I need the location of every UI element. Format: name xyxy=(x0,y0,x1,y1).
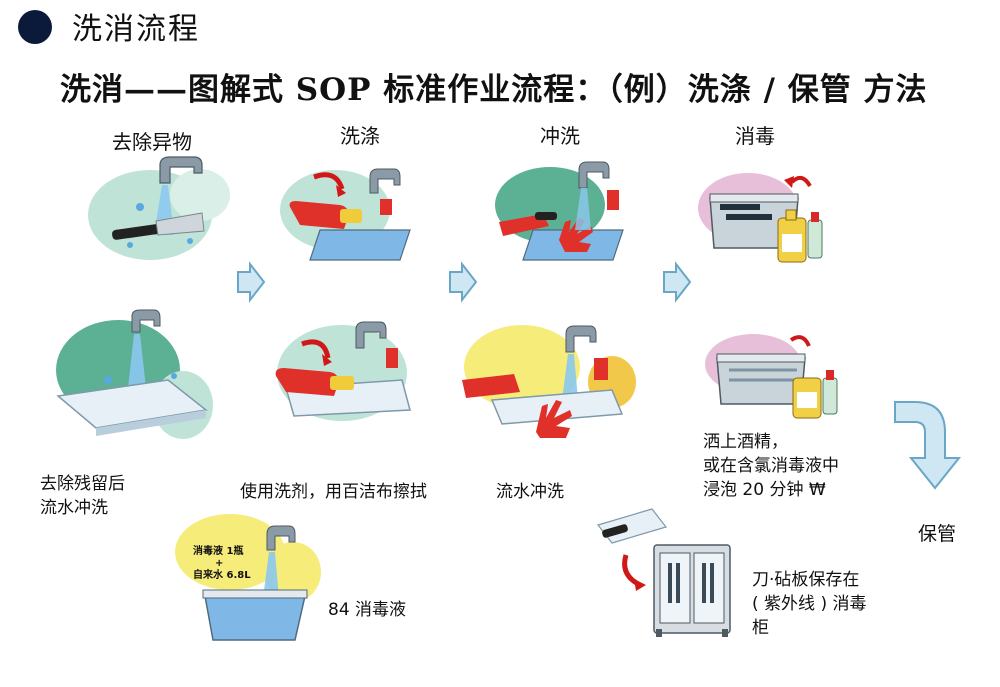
illustration-disinfect-tray xyxy=(705,334,838,419)
illustration-remove-debris xyxy=(88,156,230,260)
solution-label-line1: 消毒液 1瓶 xyxy=(193,544,243,557)
caption-disinfect: 洒上酒精， 或在含氯消毒液中 浸泡 20 分钟 ₩ xyxy=(703,432,839,500)
page-title: 洗消流程 xyxy=(72,12,200,47)
illustration-uv-cabinet xyxy=(596,508,731,637)
caption-running-water: 流水冲洗 xyxy=(496,482,564,502)
flow-arrow-icon xyxy=(894,401,962,490)
cabinet-icon xyxy=(653,544,731,637)
flow-arrow-icon xyxy=(663,261,692,303)
glove-icon xyxy=(559,218,593,252)
caption-84-solution: 84 消毒液 xyxy=(328,600,407,620)
illustration-rinse-board xyxy=(56,309,213,439)
flow-arrow-icon xyxy=(237,261,266,303)
page-subtitle: 洗消——图解式 SOP 标准作业流程：（例）洗涤 / 保管 方法 xyxy=(60,72,928,108)
glove-icon xyxy=(289,201,349,229)
caption-rinse-after-remove: 去除残留后 流水冲洗 xyxy=(40,474,125,518)
sponge-icon xyxy=(340,209,362,223)
solution-label-plus: + xyxy=(215,558,223,569)
cutting-board-icon xyxy=(596,508,668,544)
solution-label-line2: 自来水 6.8L xyxy=(193,568,251,581)
caption-cabinet: 刀·砧板保存在 ( 紫外线 ) 消毒 柜 xyxy=(752,570,867,638)
illustration-running-water xyxy=(462,325,636,438)
illustration-84-solution: 消毒液 1瓶 + 自来水 6.8L xyxy=(175,514,321,641)
bottle-icon xyxy=(777,209,823,263)
caption-use-detergent: 使用洗剂，用百洁布擦拭 xyxy=(240,482,427,502)
step-title-wash: 洗涤 xyxy=(340,124,380,148)
bullet-icon xyxy=(18,10,52,44)
step-title-disinfect: 消毒 xyxy=(735,124,775,148)
illustration-disinfect xyxy=(698,173,823,263)
faucet-icon xyxy=(159,156,203,184)
illustration-rinse xyxy=(495,161,624,261)
sink-icon xyxy=(204,595,306,641)
knife-icon xyxy=(112,212,205,240)
step-title-rinse: 冲洗 xyxy=(540,124,580,148)
sink-icon xyxy=(309,229,411,261)
illustration-scrub-board xyxy=(275,321,411,421)
flow-arrow-icon xyxy=(449,261,478,303)
caption-storage: 保管 xyxy=(918,523,957,545)
illustration-wash xyxy=(280,168,411,261)
step-title-remove: 去除异物 xyxy=(112,130,192,154)
tray-icon xyxy=(709,193,799,249)
